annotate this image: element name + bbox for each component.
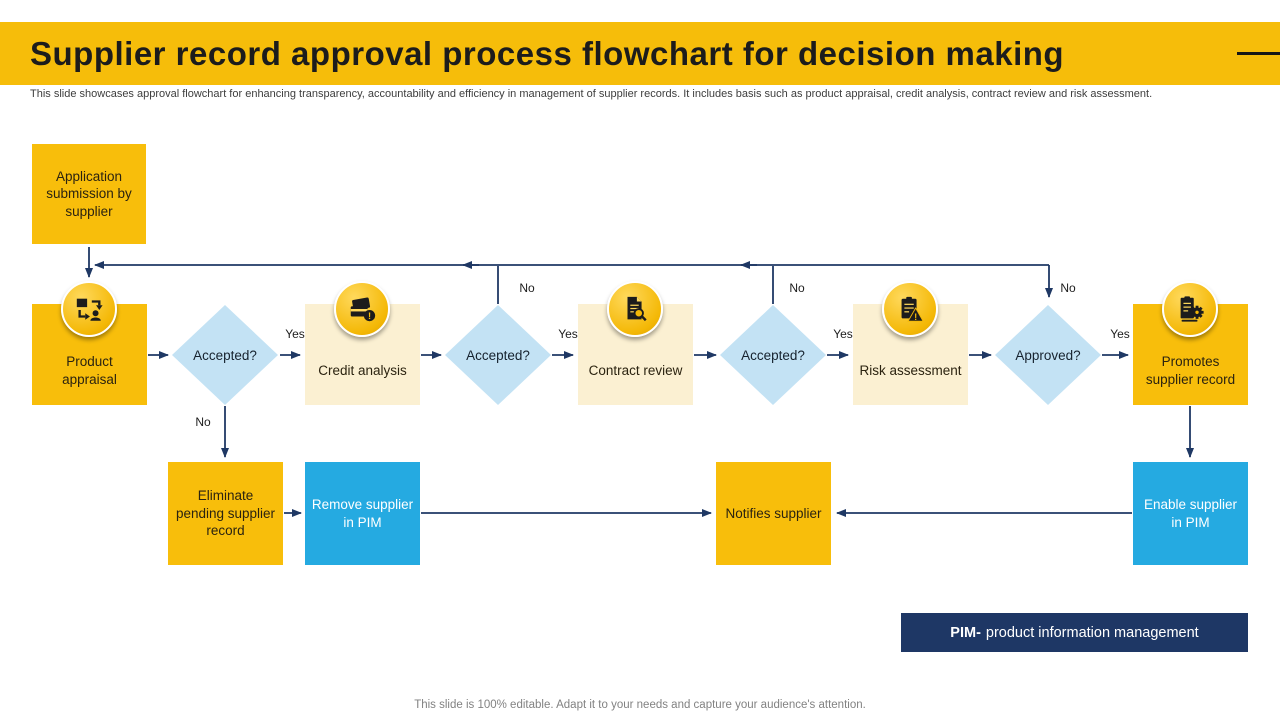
yes-label-4: Yes xyxy=(1110,327,1130,341)
node-label: Contract review xyxy=(588,362,683,378)
checklist-warning-icon: ! xyxy=(882,281,938,337)
node-label: Remove supplier in PIM xyxy=(311,496,414,530)
decision-label: Accepted? xyxy=(466,347,530,363)
node-label: Notifies supplier xyxy=(725,505,822,521)
decision-label: Accepted? xyxy=(741,347,805,363)
decision-accepted-3: Accepted? xyxy=(720,305,826,405)
no-label-4: No xyxy=(1060,281,1076,295)
title-dash-decoration xyxy=(1237,52,1280,55)
yes-label-1: Yes xyxy=(285,327,305,341)
node-label: Promotes supplier record xyxy=(1145,353,1236,387)
pim-abbr: PIM- xyxy=(950,624,981,641)
node-label: Eliminate pending supplier record xyxy=(175,488,276,539)
node-remove-supplier-in-pim: Remove supplier in PIM xyxy=(305,462,420,565)
node-label: Enable supplier in PIM xyxy=(1143,496,1238,530)
page-title: Supplier record approval process flowcha… xyxy=(30,34,1065,72)
node-application-submission: Application submission by supplier xyxy=(32,144,146,244)
pim-legend: PIM- product information management xyxy=(901,613,1248,652)
no-label-3: No xyxy=(789,281,805,295)
footer-note: This slide is 100% editable. Adapt it to… xyxy=(414,699,866,711)
clipboard-gear-icon xyxy=(1162,281,1218,337)
slide-subtitle: This slide showcases approval flowchart … xyxy=(30,88,1153,100)
credit-card-alert-icon: ! xyxy=(334,281,390,337)
decision-accepted-2: Accepted? xyxy=(445,305,551,405)
node-label: Risk assessment xyxy=(859,362,962,378)
node-enable-supplier-in-pim: Enable supplier in PIM xyxy=(1133,462,1248,565)
title-bar: Supplier record approval process flowcha… xyxy=(0,22,1280,85)
svg-text:!: ! xyxy=(914,312,917,322)
svg-text:!: ! xyxy=(368,311,371,321)
node-label: Credit analysis xyxy=(318,362,407,378)
decision-approved: Approved? xyxy=(995,305,1101,405)
decision-label: Approved? xyxy=(1015,347,1081,363)
yes-label-3: Yes xyxy=(833,327,853,341)
no-label-2: No xyxy=(519,281,535,295)
node-eliminate-pending-supplier-record: Eliminate pending supplier record xyxy=(168,462,283,565)
decision-accepted-1: Accepted? xyxy=(172,305,278,405)
product-exchange-icon xyxy=(61,281,117,337)
yes-label-2: Yes xyxy=(558,327,578,341)
document-search-icon xyxy=(607,281,663,337)
decision-label: Accepted? xyxy=(193,347,257,363)
node-label: Product appraisal xyxy=(62,353,117,387)
pim-description: product information management xyxy=(985,624,1199,641)
node-promotes-supplier-record: Promotes supplier record xyxy=(1133,304,1248,405)
no-label-1: No xyxy=(195,415,211,429)
node-notifies-supplier: Notifies supplier xyxy=(716,462,831,565)
node-label: Application submission by supplier xyxy=(46,168,132,219)
